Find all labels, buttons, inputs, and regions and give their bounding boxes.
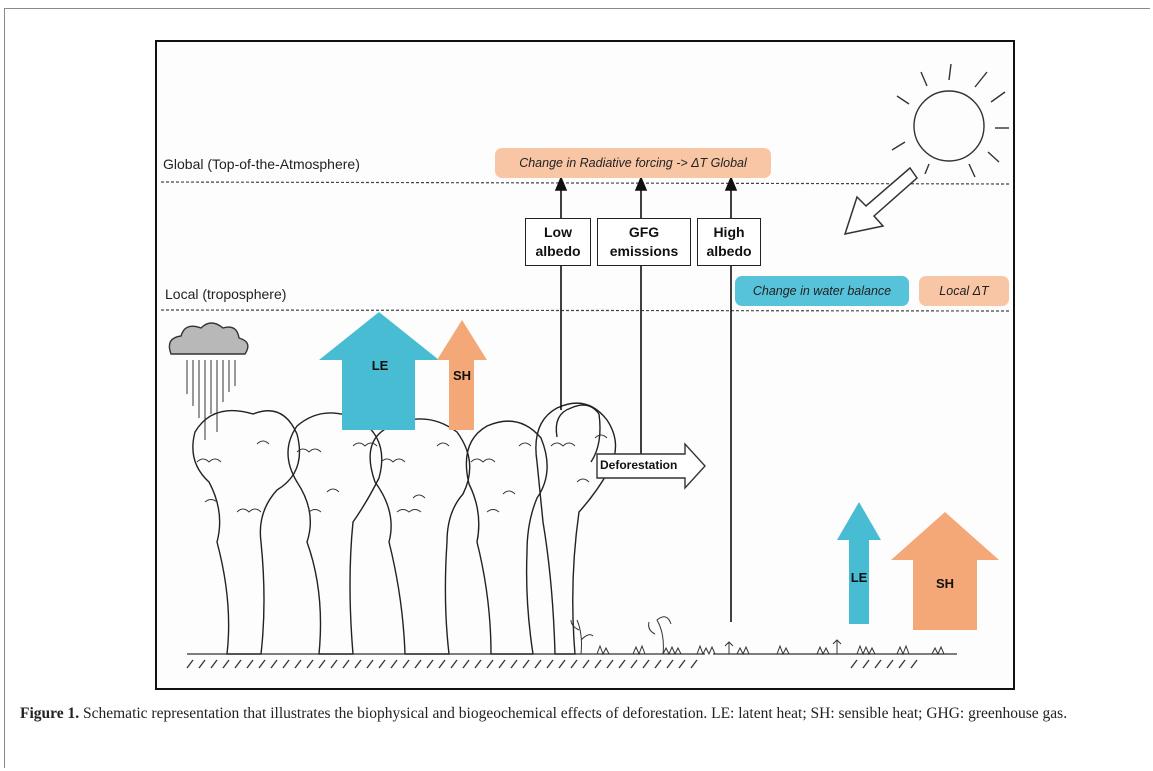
deforestation-label: Deforestation: [600, 458, 678, 472]
sh-forest-arrow: [437, 320, 487, 430]
ground-line: [186, 653, 957, 669]
high-albedo-line2: albedo: [706, 243, 752, 259]
cloud-icon: [168, 322, 249, 355]
le-forest-arrow: [319, 312, 439, 430]
high-albedo-box: High albedo: [697, 218, 761, 266]
water-balance-pill: Change in water balance: [735, 276, 909, 306]
sh-forest-label: SH: [452, 368, 472, 383]
high-albedo-line1: High: [713, 224, 745, 240]
tree-foliage: [196, 434, 608, 513]
global-level-label: Global (Top-of-the-Atmosphere): [163, 156, 360, 172]
le-forest-label: LE: [371, 358, 389, 373]
gfg-emissions-box: GFG emissions: [597, 218, 691, 266]
figure-caption: Figure 1. Schematic representation that …: [20, 704, 1130, 723]
sun-icon: [891, 63, 1009, 178]
local-delta-t-pill: Local ΔT: [919, 276, 1009, 306]
local-level-line: [160, 309, 1010, 312]
sh-open-arrow: [891, 512, 999, 630]
radiative-forcing-pill: Change in Radiative forcing -> ΔT Global: [495, 148, 771, 178]
global-level-line: [160, 181, 1010, 185]
le-open-arrow: [837, 502, 881, 624]
trees-icon: [192, 402, 617, 655]
page-frame: [4, 8, 1150, 768]
rain-icon: [186, 360, 236, 440]
caption-text: Schematic representation that illustrate…: [79, 705, 1068, 722]
sh-open-label: SH: [935, 576, 955, 591]
gfg-line1: GFG: [628, 224, 660, 240]
deforestation-arrow: [596, 442, 706, 490]
figure-drawing: [160, 63, 1010, 669]
low-albedo-box: Low albedo: [525, 218, 591, 266]
figure-panel: Global (Top-of-the-Atmosphere) Local (tr…: [155, 40, 1015, 690]
low-albedo-line2: albedo: [535, 243, 581, 259]
local-level-label: Local (troposphere): [165, 286, 287, 302]
grass-icon: [570, 616, 945, 656]
gfg-line2: emissions: [609, 243, 679, 259]
caption-label: Figure 1.: [20, 705, 80, 722]
le-open-label: LE: [850, 570, 868, 585]
solar-radiation-arrow: [843, 166, 918, 236]
low-albedo-line1: Low: [544, 224, 572, 240]
